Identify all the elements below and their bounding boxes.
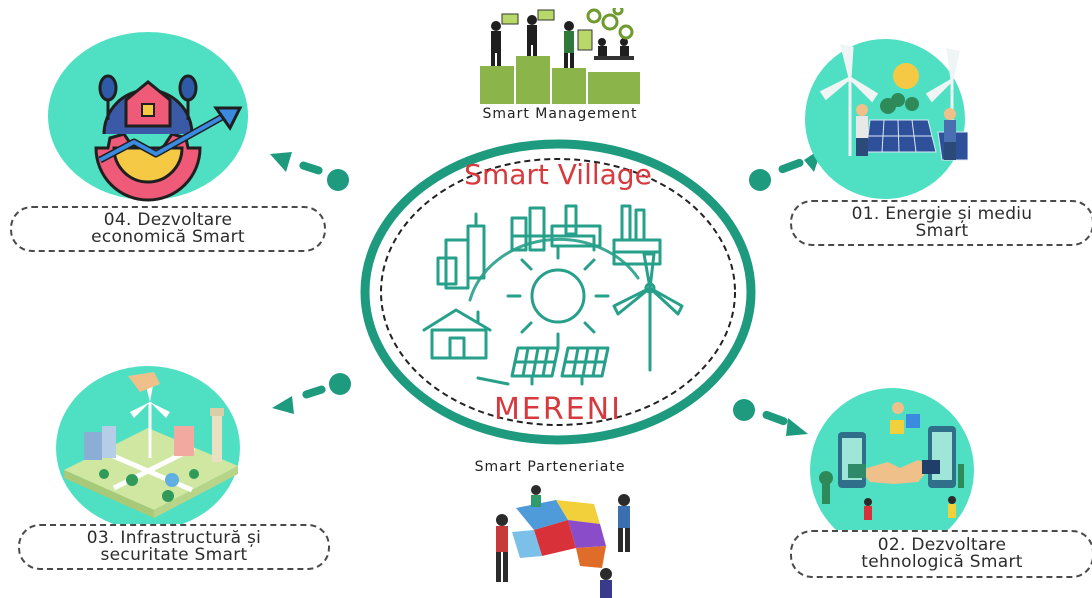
factory-icon <box>510 204 602 252</box>
node-04-line1: 04. Dezvoltare <box>103 210 233 230</box>
infrastructure-security-illustration <box>56 366 240 530</box>
house-icon <box>422 308 492 360</box>
arrow-to-node-04 <box>270 152 349 191</box>
node-01-line1: 01. Energie și mediu <box>851 204 1033 224</box>
tech-development-illustration <box>810 388 974 552</box>
apartment-building-icon <box>436 212 486 290</box>
solar-panel-icon <box>510 346 610 386</box>
center-title: Smart Village <box>464 158 652 191</box>
central-hub <box>360 139 756 445</box>
smart-parteneriate-caption: Smart Parteneriate <box>474 459 626 475</box>
smart-village-line-art <box>422 204 684 386</box>
energy-environment-illustration <box>805 39 968 199</box>
node-02-line2: tehnologică Smart <box>861 552 1023 572</box>
center-subtitle: MERENI <box>494 392 622 427</box>
node-01-line2: Smart <box>915 221 969 241</box>
arrow-to-node-03 <box>272 373 351 414</box>
node-02-line1: 02. Dezvoltare <box>877 535 1007 555</box>
smart-partnership-illustration <box>496 485 630 598</box>
node-04-line2: economică Smart <box>91 227 245 247</box>
smart-management-illustration <box>480 8 640 104</box>
node-03-line1: 03. Infrastructură și <box>86 528 262 548</box>
arrow-to-node-02 <box>733 399 808 436</box>
arrow-to-node-01 <box>749 148 822 191</box>
smart-management-caption: Smart Management <box>482 106 638 122</box>
economic-development-illustration <box>48 32 248 202</box>
industrial-building-icon <box>612 204 662 266</box>
wind-turbine-icon <box>612 252 684 372</box>
node-03-line2: securitate Smart <box>100 545 248 565</box>
sun-icon <box>506 244 610 348</box>
